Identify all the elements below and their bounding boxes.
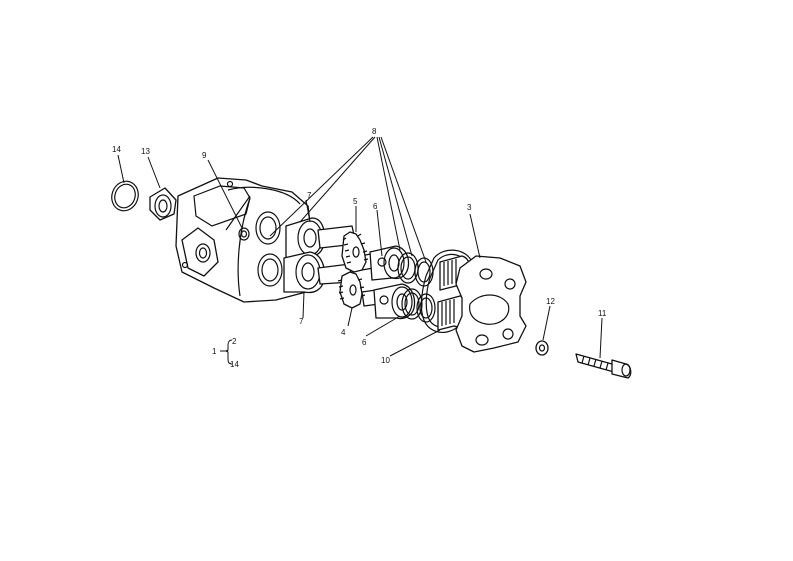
part-3-end-cover [455, 255, 527, 353]
callout-labels: 14 13 9 8 7 5 6 3 12 11 7 4 6 10 1 2 14 [112, 127, 607, 369]
callout-12: 12 [546, 297, 555, 306]
callout-7-lower: 7 [299, 317, 304, 326]
callout-2: 2 [232, 337, 237, 346]
pump-housing [175, 177, 313, 303]
part-12-washer [535, 340, 549, 356]
callout-4: 4 [341, 328, 346, 337]
callout-6-upper: 6 [373, 202, 378, 211]
callout-6-lower: 6 [362, 338, 367, 347]
part-13-seal [149, 187, 177, 221]
part-8-seal-rings [397, 252, 436, 323]
callout-5: 5 [353, 197, 358, 206]
part-4-driven-gear [337, 271, 366, 309]
callout-11: 11 [598, 309, 607, 318]
callout-13: 13 [141, 147, 150, 156]
callout-7-upper: 7 [307, 191, 312, 200]
callout-14-bottom: 14 [230, 360, 239, 369]
part-7-bushings [283, 217, 326, 294]
callout-10: 10 [381, 356, 390, 365]
part-14-retaining-ring [111, 180, 139, 212]
callout-9: 9 [202, 151, 207, 160]
callout-8: 8 [372, 127, 377, 136]
part-11-cap-screw [575, 353, 632, 379]
callout-1: 1 [212, 347, 217, 356]
leader-lines [117, 136, 603, 365]
callout-3: 3 [467, 203, 472, 212]
part-5-drive-gear [341, 231, 369, 273]
callout-14-top: 14 [112, 145, 121, 154]
